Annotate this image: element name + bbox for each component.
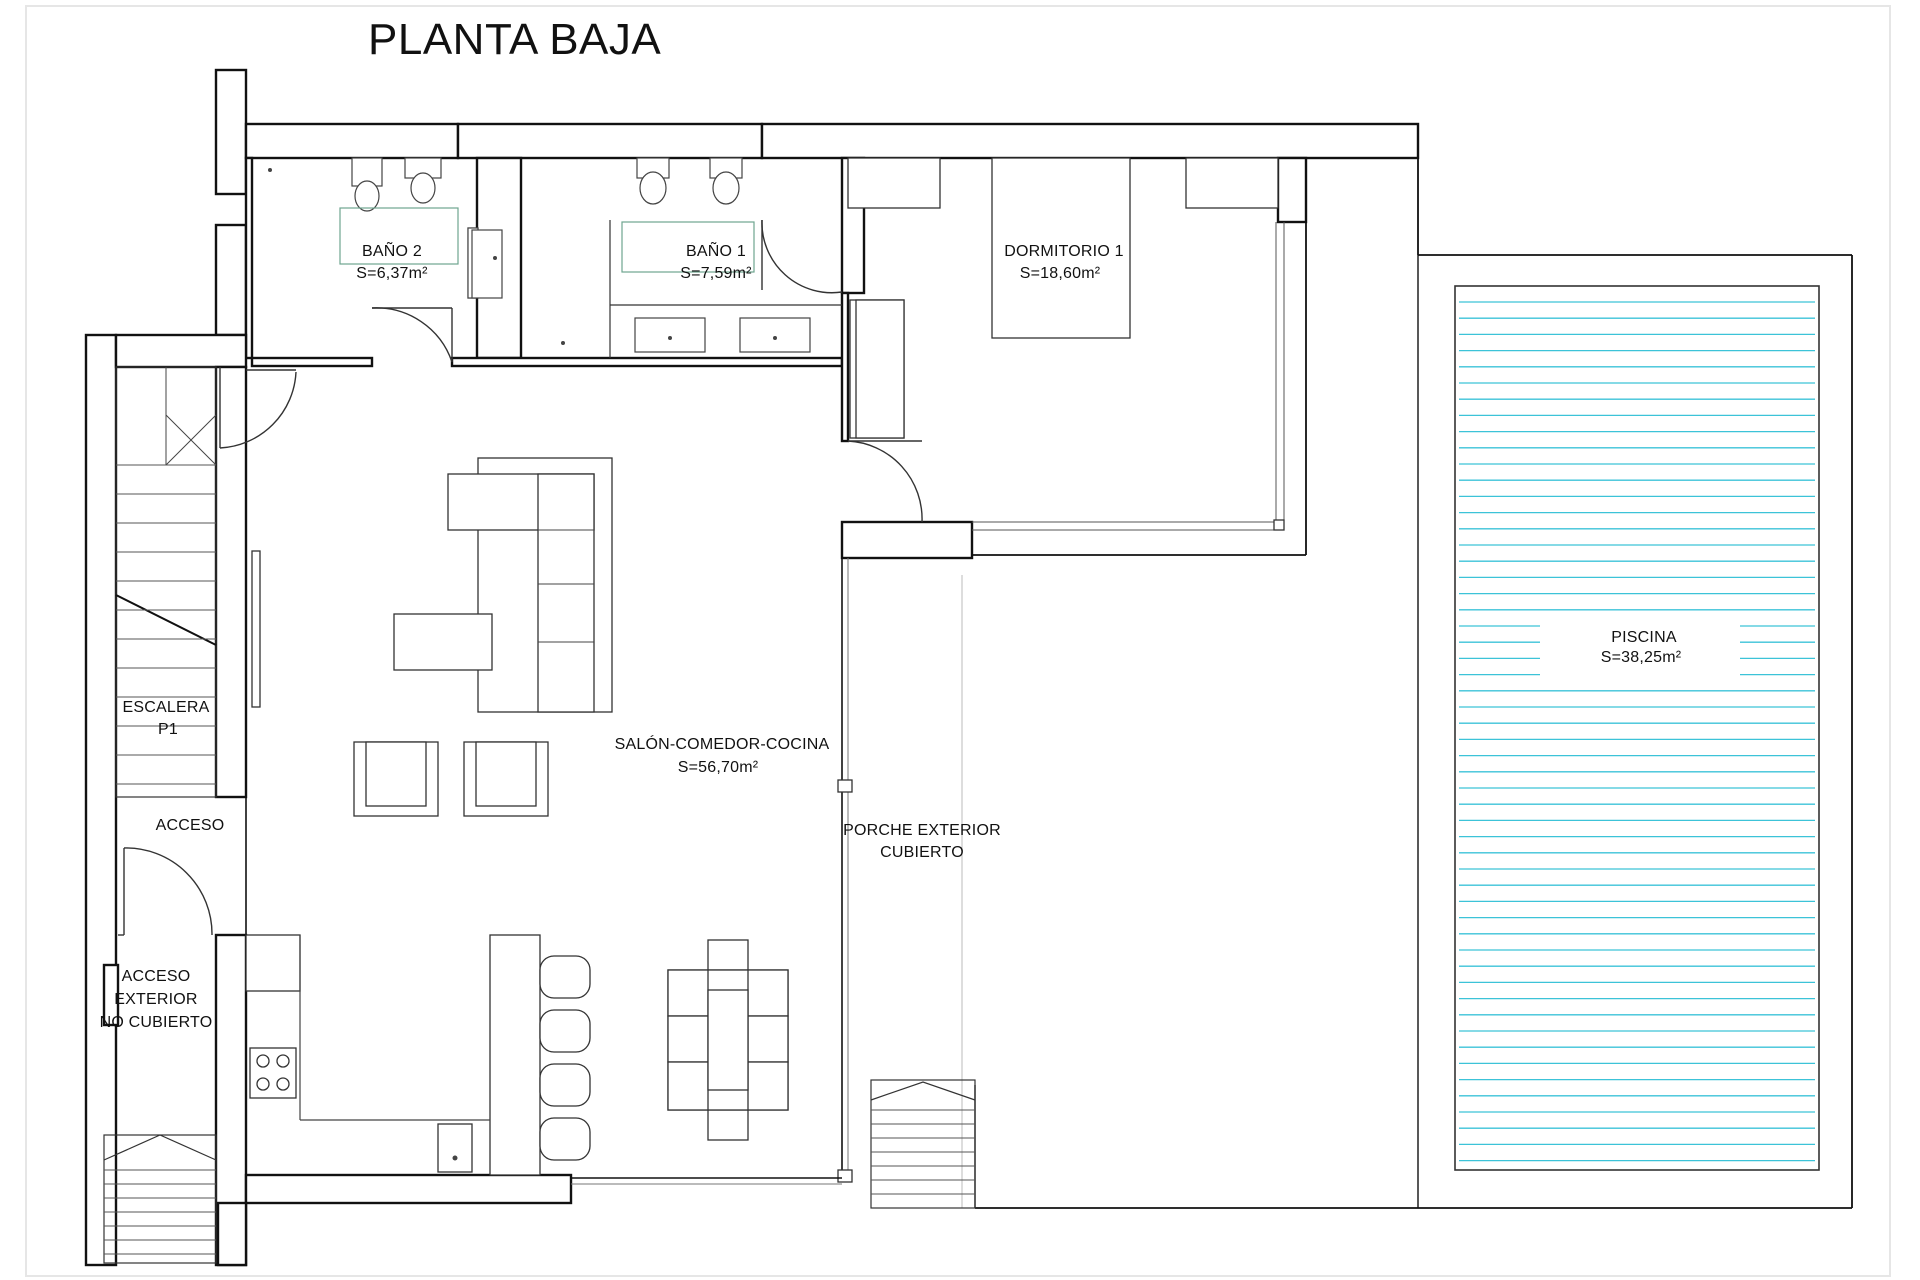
room-label-dormitorio1: DORMITORIO 1 (1004, 243, 1123, 260)
room-label-bano1: BAÑO 1 (686, 240, 746, 260)
room-label-acceso: ACCESO (156, 817, 225, 834)
room-area-piscina: S=38,25m² (1601, 649, 1682, 666)
room-label-porche: PORCHE EXTERIOR (843, 822, 1001, 839)
room-label-acceso-exterior-3: NO CUBIERTO (100, 1014, 213, 1031)
labels: BAÑO 2 S=6,37m² BAÑO 1 S=7,59m² DORMITOR… (100, 240, 1682, 1031)
dining-set (667, 939, 789, 1141)
exterior-stairs-porche (870, 1079, 976, 1209)
room-label-escalera-p1: P1 (158, 721, 178, 738)
room-area-dormitorio1: S=18,60m² (1020, 265, 1101, 282)
room-label-piscina: PISCINA (1611, 629, 1677, 646)
pool (1454, 285, 1820, 1171)
salon-outline (245, 222, 1285, 1208)
stair-steps (116, 464, 216, 785)
bano1-fixtures (520, 157, 842, 358)
exterior-stairs-porche-steps (871, 1109, 975, 1195)
exterior-stairs-left-steps (104, 1169, 216, 1255)
pool-lines (1459, 301, 1815, 1162)
kitchen (245, 934, 591, 1176)
exterior-stairs-left (103, 1134, 217, 1264)
plan-title: PLANTA BAJA (368, 15, 661, 64)
staircase (115, 366, 217, 798)
room-area-bano2: S=6,37m² (356, 265, 428, 282)
bano2-fixtures (268, 157, 503, 299)
pool-label-bg (1540, 620, 1740, 680)
room-label-escalera: ESCALERA (123, 699, 210, 716)
room-label-salon: SALÓN-COMEDOR-COCINA (615, 734, 830, 753)
room-area-bano1: S=7,59m² (680, 265, 752, 282)
room-label-acceso-exterior-1: ACCESO (122, 968, 191, 985)
doors (118, 219, 923, 936)
room-label-porche-cubierto: CUBIERTO (880, 844, 964, 861)
living-furniture (251, 457, 613, 817)
dormitorio-fixtures (847, 157, 1279, 439)
page-frame (25, 5, 1891, 1277)
room-area-salon: S=56,70m² (678, 759, 759, 776)
room-label-bano2: BAÑO 2 (362, 240, 422, 260)
room-label-acceso-exterior-2: EXTERIOR (114, 991, 197, 1008)
